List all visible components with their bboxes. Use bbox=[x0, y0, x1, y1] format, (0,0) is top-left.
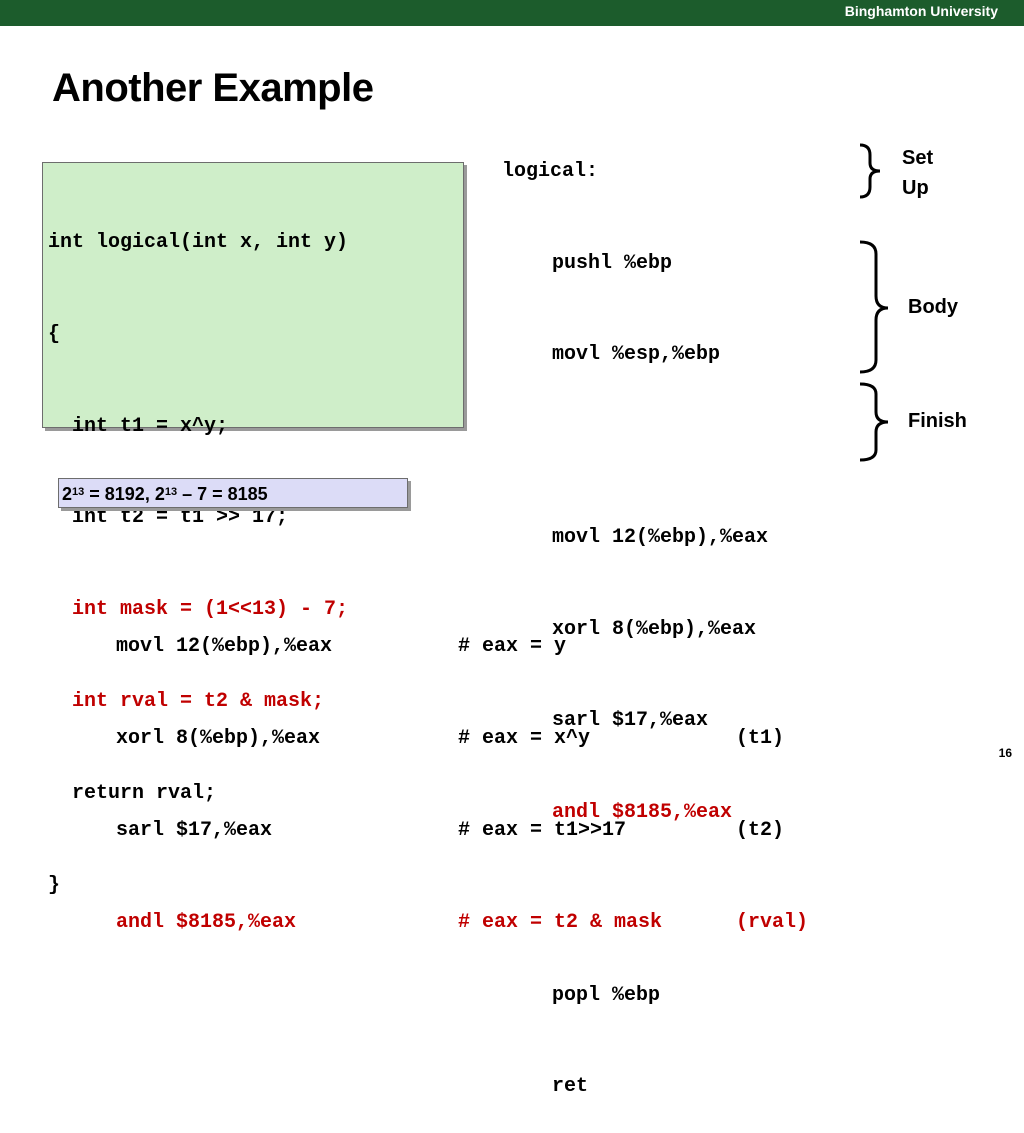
variable: (t1) bbox=[736, 727, 785, 750]
variable bbox=[736, 632, 846, 663]
asm-line: pushl %ebp bbox=[552, 251, 673, 275]
formula-exponent1: 13 bbox=[72, 486, 85, 498]
formula-box: 213 = 8192, 213 – 7 = 8185 bbox=[58, 478, 408, 508]
annotated-row: xorl 8(%ebp),%eax # eax = x^y (t1) bbox=[116, 724, 846, 755]
university-name: Binghamton University bbox=[844, 3, 998, 19]
asm-line: movl %esp,%ebp bbox=[552, 343, 721, 366]
instruction: xorl 8(%ebp),%eax bbox=[116, 727, 321, 750]
setup-label-line2: Up bbox=[902, 177, 929, 199]
annotated-row-highlight: andl $8185,%eax # eax = t2 & mask (rval) bbox=[116, 908, 846, 939]
code-line: { bbox=[48, 322, 61, 346]
comment: # eax = t1>>17 bbox=[458, 819, 627, 842]
annotated-row: sarl $17,%eax # eax = t1>>17 (t2) bbox=[116, 816, 846, 847]
formula-base1: 2 bbox=[62, 484, 73, 504]
annotated-assembly: movl 12(%ebp),%eax # eax = y xorl 8(%ebp… bbox=[116, 571, 846, 970]
asm-line: xorl 8(%ebp),%eax bbox=[552, 617, 757, 641]
finish-label: Finish bbox=[908, 410, 967, 432]
annotated-row: movl 12(%ebp),%eax # eax = y bbox=[116, 632, 846, 663]
code-line: int t1 = x^y; bbox=[48, 414, 229, 438]
code-line: int t2 = t1 >> 17; bbox=[48, 506, 289, 530]
asm-line: ret bbox=[552, 1075, 589, 1098]
setup-label-line1: Set bbox=[902, 147, 934, 169]
formula-end: – 7 = 8185 bbox=[177, 484, 268, 504]
slide-title: Another Example bbox=[52, 66, 374, 110]
asm-line: popl %ebp bbox=[552, 983, 661, 1007]
header-bar: Binghamton University bbox=[0, 0, 1024, 26]
instruction: movl 12(%ebp),%eax bbox=[116, 635, 333, 658]
page-number: 16 bbox=[998, 746, 1012, 760]
comment: # eax = t2 & mask bbox=[458, 911, 663, 934]
instruction: andl $8185,%eax bbox=[116, 911, 297, 934]
code-line: int logical(int x, int y) bbox=[48, 231, 349, 254]
asm-blank-line bbox=[502, 432, 768, 463]
asm-line: movl 12(%ebp),%eax bbox=[552, 526, 769, 549]
instruction: sarl $17,%eax bbox=[116, 819, 273, 842]
c-code-box: int logical(int x, int y) { int t1 = x^y… bbox=[42, 162, 464, 897]
setup-label: Set Up bbox=[902, 143, 933, 203]
asm-line: sarl $17,%eax bbox=[552, 709, 709, 732]
variable: (rval) bbox=[736, 911, 809, 934]
comment: # eax = x^y bbox=[458, 727, 591, 750]
comment: # eax = y bbox=[458, 635, 567, 658]
asm-label: logical: bbox=[502, 160, 599, 183]
formula-exponent2: 13 bbox=[164, 486, 178, 498]
code-line-highlight: int mask = (1<<13) - 7; bbox=[48, 598, 349, 622]
setup-brace-icon bbox=[859, 143, 881, 199]
finish-brace-icon bbox=[859, 382, 889, 462]
code-line-highlight: int rval = t2 & mask; bbox=[48, 689, 325, 713]
variable: (t2) bbox=[736, 819, 785, 842]
formula-middle: = 8192, 2 bbox=[84, 484, 165, 504]
body-brace-icon bbox=[859, 240, 889, 374]
body-label: Body bbox=[908, 296, 958, 318]
